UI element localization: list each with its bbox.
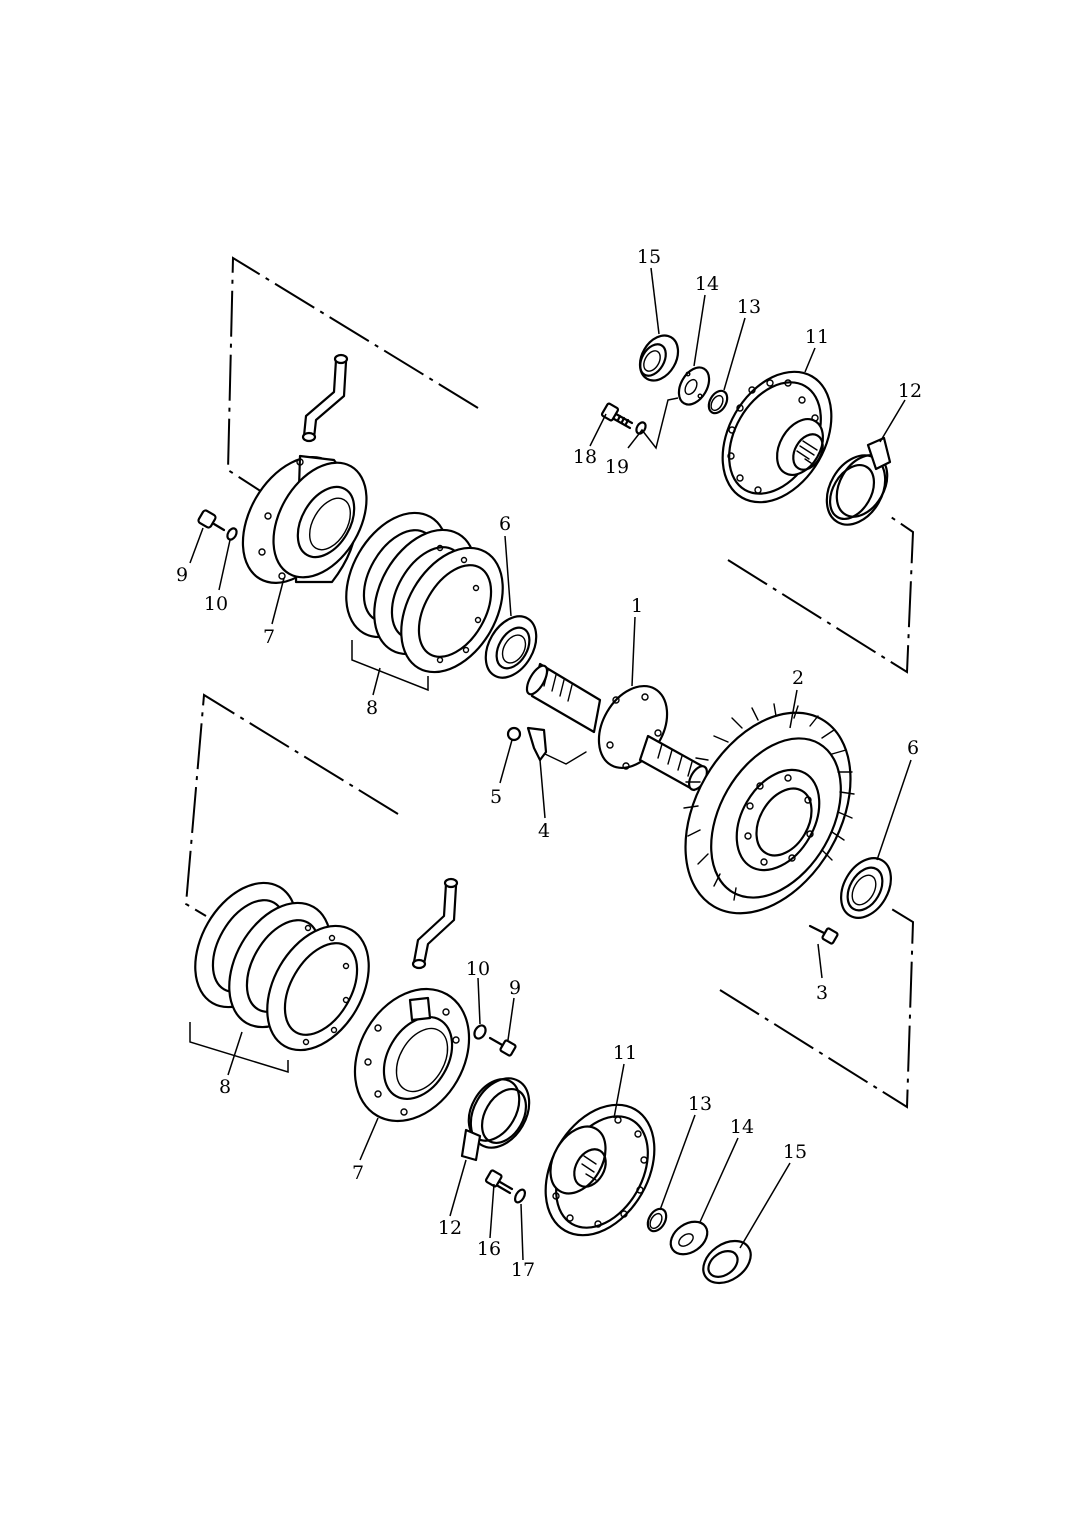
housing-7-upper bbox=[241, 454, 368, 584]
label-12-lower: 12 bbox=[438, 1217, 462, 1239]
label-1: 1 bbox=[631, 595, 643, 617]
seal-15-top bbox=[638, 334, 680, 382]
bolt-3 bbox=[808, 924, 839, 945]
seal-ring-12-top bbox=[825, 436, 892, 526]
label-15-lower: 15 bbox=[783, 1141, 807, 1163]
label-12-top: 12 bbox=[898, 380, 922, 402]
bearing-6-right bbox=[840, 857, 892, 919]
washer-10-upper bbox=[226, 527, 238, 541]
lock-plate-4 bbox=[526, 726, 587, 765]
label-16-lower: 16 bbox=[477, 1238, 501, 1260]
leader-lines bbox=[189, 267, 912, 1261]
bolt-18-top bbox=[600, 402, 634, 430]
label-2: 2 bbox=[792, 667, 804, 689]
bolt-9-lower bbox=[488, 1036, 517, 1057]
washer-10-lower bbox=[473, 1024, 487, 1040]
label-3: 3 bbox=[816, 982, 828, 1004]
label-5: 5 bbox=[490, 786, 502, 808]
seal-ring-12-lower bbox=[460, 1077, 531, 1162]
pipe-lower bbox=[411, 877, 459, 970]
label-18-top: 18 bbox=[573, 446, 597, 468]
label-8-lower: 8 bbox=[219, 1076, 231, 1098]
ring-13-lower bbox=[646, 1207, 668, 1233]
alignment-lines bbox=[184, 256, 915, 1109]
bearing-6-left bbox=[484, 615, 538, 679]
label-14-lower: 14 bbox=[730, 1116, 754, 1138]
washer-14-top bbox=[677, 366, 711, 406]
label-15-top: 15 bbox=[637, 246, 661, 268]
label-6-right: 6 bbox=[907, 737, 919, 759]
label-11-lower: 11 bbox=[613, 1042, 637, 1064]
bolt-9-upper bbox=[197, 509, 226, 532]
label-14-top: 14 bbox=[695, 273, 719, 295]
label-13-top: 13 bbox=[737, 296, 761, 318]
part-labels: 15 14 13 11 12 18 19 9 10 7 8 6 1 2 6 5 … bbox=[176, 246, 922, 1281]
hub-flange-11-top bbox=[721, 370, 833, 504]
pipe-upper bbox=[301, 353, 349, 443]
washer-17-lower bbox=[513, 1188, 527, 1204]
seal-15-lower bbox=[702, 1239, 752, 1285]
label-11-top: 11 bbox=[805, 326, 829, 348]
shaft-1 bbox=[525, 662, 708, 792]
label-7-lower: 7 bbox=[352, 1162, 364, 1184]
washer-19-top bbox=[635, 421, 647, 435]
label-10-lower: 10 bbox=[466, 958, 490, 980]
ring-gear-2 bbox=[683, 703, 855, 915]
washer-14-lower bbox=[669, 1220, 709, 1256]
label-17-lower: 17 bbox=[511, 1259, 535, 1281]
ring-13-top bbox=[707, 389, 729, 415]
label-19-top: 19 bbox=[605, 456, 629, 478]
label-6-left: 6 bbox=[499, 513, 511, 535]
label-8-upper: 8 bbox=[366, 697, 378, 719]
housing-7-lower bbox=[353, 987, 471, 1123]
clutch-plates-8-upper bbox=[345, 511, 504, 674]
label-13-lower: 13 bbox=[688, 1093, 712, 1115]
label-9-lower: 9 bbox=[509, 977, 521, 999]
label-10-upper: 10 bbox=[204, 593, 228, 615]
nut-5 bbox=[506, 726, 522, 742]
label-9-upper: 9 bbox=[176, 564, 188, 586]
label-7-upper: 7 bbox=[263, 626, 275, 648]
hub-flange-11-lower bbox=[544, 1103, 656, 1237]
bolt-16-lower bbox=[484, 1169, 514, 1195]
label-4: 4 bbox=[538, 820, 550, 842]
clutch-plates-8-lower bbox=[194, 881, 370, 1052]
